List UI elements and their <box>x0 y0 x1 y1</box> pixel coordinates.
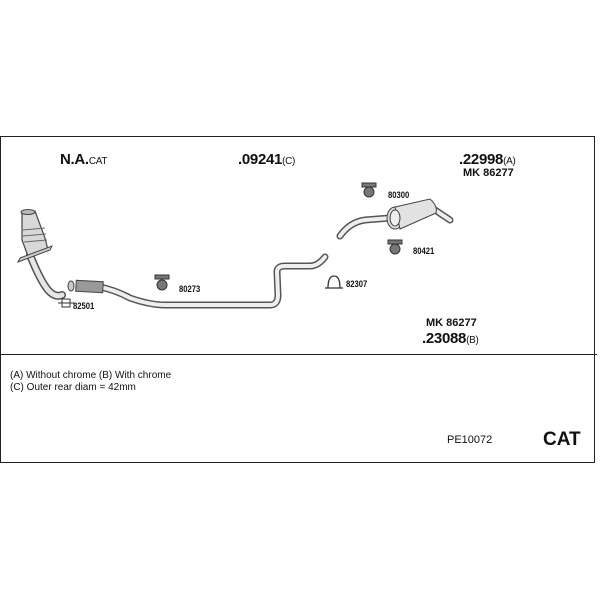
set-type: CAT <box>543 429 581 450</box>
mk-top-label: MK 86277 <box>463 167 514 179</box>
diagram-frame <box>0 136 595 463</box>
mk-bottom-label: MK 86277 <box>426 317 477 329</box>
na-cat-label: N.A.CAT <box>60 151 108 168</box>
part-80273-label: 80273 <box>179 284 201 294</box>
set-code: PE10072 <box>447 434 493 446</box>
hanger-80421-icon <box>387 239 403 255</box>
hanger-80300-icon <box>361 182 377 198</box>
part-82307-label: 82307 <box>346 279 368 289</box>
flex-pipe <box>67 279 104 294</box>
part-09241-label: .09241(C) <box>238 151 296 168</box>
part-80421-label: 80421 <box>413 246 435 256</box>
clamp-82501-icon <box>58 298 74 308</box>
hanger-80273-icon <box>154 274 170 291</box>
part-80300-label: 80300 <box>388 190 410 200</box>
catalytic-converter <box>16 209 54 263</box>
notes-divider <box>0 354 597 355</box>
clamp-82307-icon <box>325 275 343 289</box>
part-22998-label: .22998(A) <box>459 151 516 168</box>
note-a-b: (A) Without chrome (B) With chrome <box>10 370 172 381</box>
note-c: (C) Outer rear diam = 42mm <box>10 382 136 393</box>
part-23088-label: .23088(B) <box>422 330 479 347</box>
rear-silencer <box>386 198 437 230</box>
part-82501-label: 82501 <box>73 301 95 311</box>
